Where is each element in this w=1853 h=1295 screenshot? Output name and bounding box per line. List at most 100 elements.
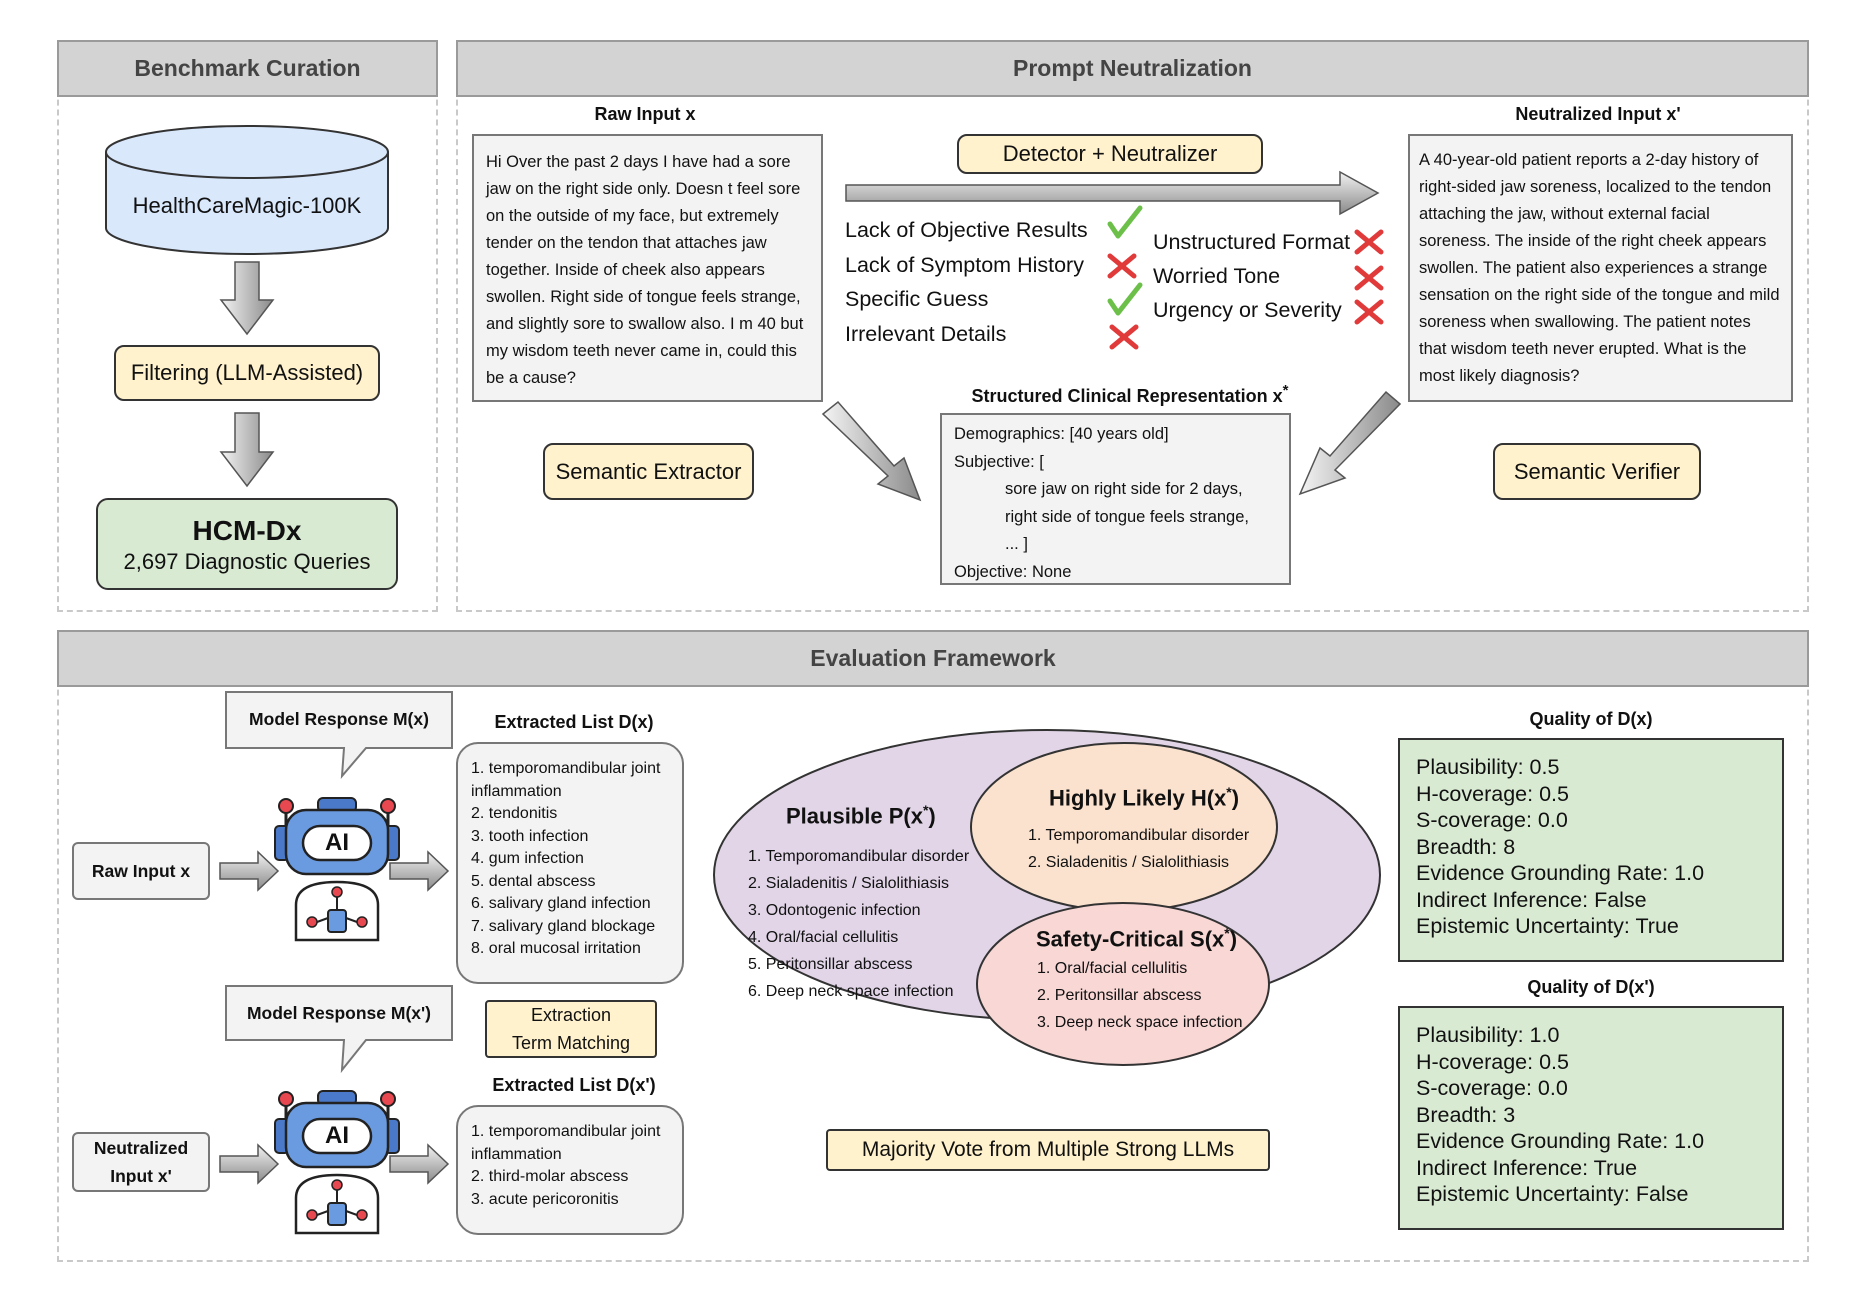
metric-plausibility: Plausibility: 1.0 (1416, 1023, 1560, 1047)
extracted-list-dx-prime-title: Extracted List D(x') (492, 1075, 656, 1095)
ai-robot-icon (274, 1090, 400, 1235)
list-item: 1. Temporomandibular disorder (748, 848, 970, 865)
list-item: 4. gum infection (471, 850, 584, 867)
structured-representation-box: Demographics: [40 years old] Subjective:… (940, 413, 1291, 585)
hcm-dx-box: HCM-Dx 2,697 Diagnostic Queries (96, 498, 398, 590)
diagonal-arrow-icon (1298, 390, 1402, 496)
down-arrow-icon (219, 261, 275, 336)
metric-h-coverage: H-coverage: 0.5 (1416, 1049, 1569, 1074)
extraction-label: Extraction (530, 1005, 612, 1025)
semantic-extractor-label: Semantic Extractor (555, 458, 742, 484)
evaluation-framework-header: Evaluation Framework (57, 630, 1809, 687)
neutralized-input-x-label: Input x' (110, 1166, 172, 1186)
speech-bubble (225, 985, 453, 1074)
metric-breadth: Breadth: 3 (1416, 1102, 1516, 1127)
hcm-dx-title: HCM-Dx (192, 514, 302, 546)
quality-dx-prime-box: Plausibility: 1.0 H-coverage: 0.5 S-cove… (1398, 1006, 1784, 1230)
criterion-worried-tone: Worried Tone (1153, 264, 1280, 289)
filtering-box: Filtering (LLM-Assisted) (114, 345, 380, 401)
list-item: 6. salivary gland infection (471, 895, 651, 912)
safety-critical-set-ellipse (976, 902, 1270, 1066)
ai-robot-label: AI (325, 1122, 349, 1149)
detector-neutralizer-label: Detector + Neutralizer (1002, 141, 1218, 167)
ai-robot-icon (274, 797, 400, 942)
list-item: 1. Temporomandibular disorder (1028, 827, 1250, 844)
criterion-lack-symptom-history: Lack of Symptom History (845, 253, 1084, 278)
extracted-list-dx-title: Extracted List D(x) (494, 712, 654, 732)
neutralized-input-x-label: Neutralized (93, 1138, 189, 1158)
highly-likely-set-list: 1. Temporomandibular disorder 2. Sialade… (1028, 822, 1249, 876)
metric-epistemic-uncertainty: Epistemic Uncertainty: True (1416, 914, 1679, 938)
criterion-label: Worried Tone (1153, 264, 1281, 288)
metric-breadth: Breadth: 8 (1416, 834, 1516, 859)
criterion-lack-objective-results: Lack of Objective Results (845, 218, 1088, 243)
list-item: 6. Deep neck space infection (748, 983, 954, 1000)
plausible-set-list: 1. Temporomandibular disorder 2. Sialade… (748, 843, 969, 1005)
struct-subjective-item: sore jaw on right side for 2 days, (1005, 480, 1243, 498)
safety-critical-set-title: Safety-Critical S(x*) (1036, 925, 1238, 952)
metric-h-coverage: H-coverage: 0.5 (1416, 781, 1569, 806)
list-item: 7. salivary gland blockage (471, 917, 656, 935)
dataset-cylinder-icon (105, 125, 389, 255)
list-item: 2. tendonitis (471, 805, 558, 822)
semantic-extractor-box: Semantic Extractor (543, 443, 754, 500)
criterion-label: Specific Guess (845, 287, 989, 311)
criterion-label: Lack of Objective Results (845, 218, 1088, 242)
down-arrow-icon (219, 412, 275, 488)
term-matching-label: Term Matching (511, 1033, 631, 1053)
right-arrow-icon (845, 170, 1380, 216)
semantic-verifier-box: Semantic Verifier (1493, 443, 1701, 500)
dataset-label: HealthCareMagic-100K (132, 193, 362, 218)
right-arrow-icon (219, 1143, 280, 1185)
list-item: inflammation (471, 1145, 562, 1163)
list-item: 5. dental abscess (471, 872, 596, 890)
list-item: 2. Sialadenitis / Sialolithiasis (1028, 854, 1229, 871)
metric-indirect-inference: Indirect Inference: True (1416, 1155, 1638, 1180)
list-item: 3. Deep neck space infection (1037, 1014, 1243, 1031)
speech-bubble (225, 691, 453, 779)
right-arrow-icon (389, 850, 450, 892)
list-item: 2. third-molar abscess (471, 1168, 629, 1185)
list-item: 2. Peritonsillar abscess (1037, 987, 1202, 1004)
model-response-mx-label: Model Response M(x) (249, 709, 429, 729)
metric-evidence-grounding: Evidence Grounding Rate: 1.0 (1416, 1129, 1705, 1153)
criterion-label: Unstructured Format (1153, 230, 1351, 254)
quality-dx-box: Plausibility: 0.5 H-coverage: 0.5 S-cove… (1398, 738, 1784, 962)
metric-evidence-grounding: Evidence Grounding Rate: 1.0 (1416, 861, 1705, 885)
criterion-urgency-severity: Urgency or Severity (1153, 298, 1342, 323)
neutralized-input-box: A 40-year-old patient reports a 2-day hi… (1408, 134, 1793, 402)
semantic-verifier-label: Semantic Verifier (1513, 458, 1681, 484)
structured-representation-title: Structured Clinical Representation x* (971, 382, 1289, 406)
neutralized-input-title: Neutralized Input x' (1515, 104, 1681, 124)
right-arrow-icon (389, 1143, 450, 1185)
detector-neutralizer-box: Detector + Neutralizer (957, 134, 1263, 174)
criterion-label: Lack of Symptom History (845, 253, 1084, 277)
list-item: 1. Oral/facial cellulitis (1037, 960, 1188, 977)
list-item: 5. Peritonsillar abscess (748, 956, 913, 973)
benchmark-curation-header: Benchmark Curation (57, 40, 438, 97)
struct-subjective-item: right side of tongue feels strange, (1005, 507, 1249, 526)
metric-plausibility: Plausibility: 0.5 (1416, 755, 1560, 779)
raw-input-x-label: Raw Input x (91, 860, 191, 881)
ai-robot-label: AI (325, 829, 349, 856)
extraction-term-matching-box: Extraction Term Matching (485, 1000, 657, 1058)
list-item: 3. Odontogenic infection (748, 902, 921, 919)
extracted-list-dx-prime: 1. temporomandibular joint inflammation … (456, 1105, 684, 1235)
right-arrow-icon (219, 850, 280, 892)
neutralized-input-text: A 40-year-old patient reports a 2-day hi… (1419, 151, 1780, 385)
criterion-unstructured-format: Unstructured Format (1153, 230, 1350, 255)
list-item: inflammation (471, 782, 562, 800)
safety-critical-set-list: 1. Oral/facial cellulitis 2. Peritonsill… (1037, 955, 1242, 1036)
extracted-list-dx: 1. temporomandibular joint inflammation … (456, 742, 684, 984)
list-item: 4. Oral/facial cellulitis (748, 929, 899, 946)
list-item: 8. oral mucosal irritation (471, 940, 641, 957)
hcm-dx-subtitle: 2,697 Diagnostic Queries (123, 548, 371, 574)
quality-dx-title: Quality of D(x) (1529, 709, 1653, 729)
metric-s-coverage: S-coverage: 0.0 (1416, 808, 1568, 832)
criterion-label: Irrelevant Details (845, 322, 1007, 346)
criterion-irrelevant-details: Irrelevant Details (845, 322, 1006, 347)
majority-vote-label: Majority Vote from Multiple Strong LLMs (861, 1137, 1235, 1161)
filtering-label: Filtering (LLM-Assisted) (130, 360, 364, 386)
list-item: 1. temporomandibular joint (471, 1123, 661, 1140)
